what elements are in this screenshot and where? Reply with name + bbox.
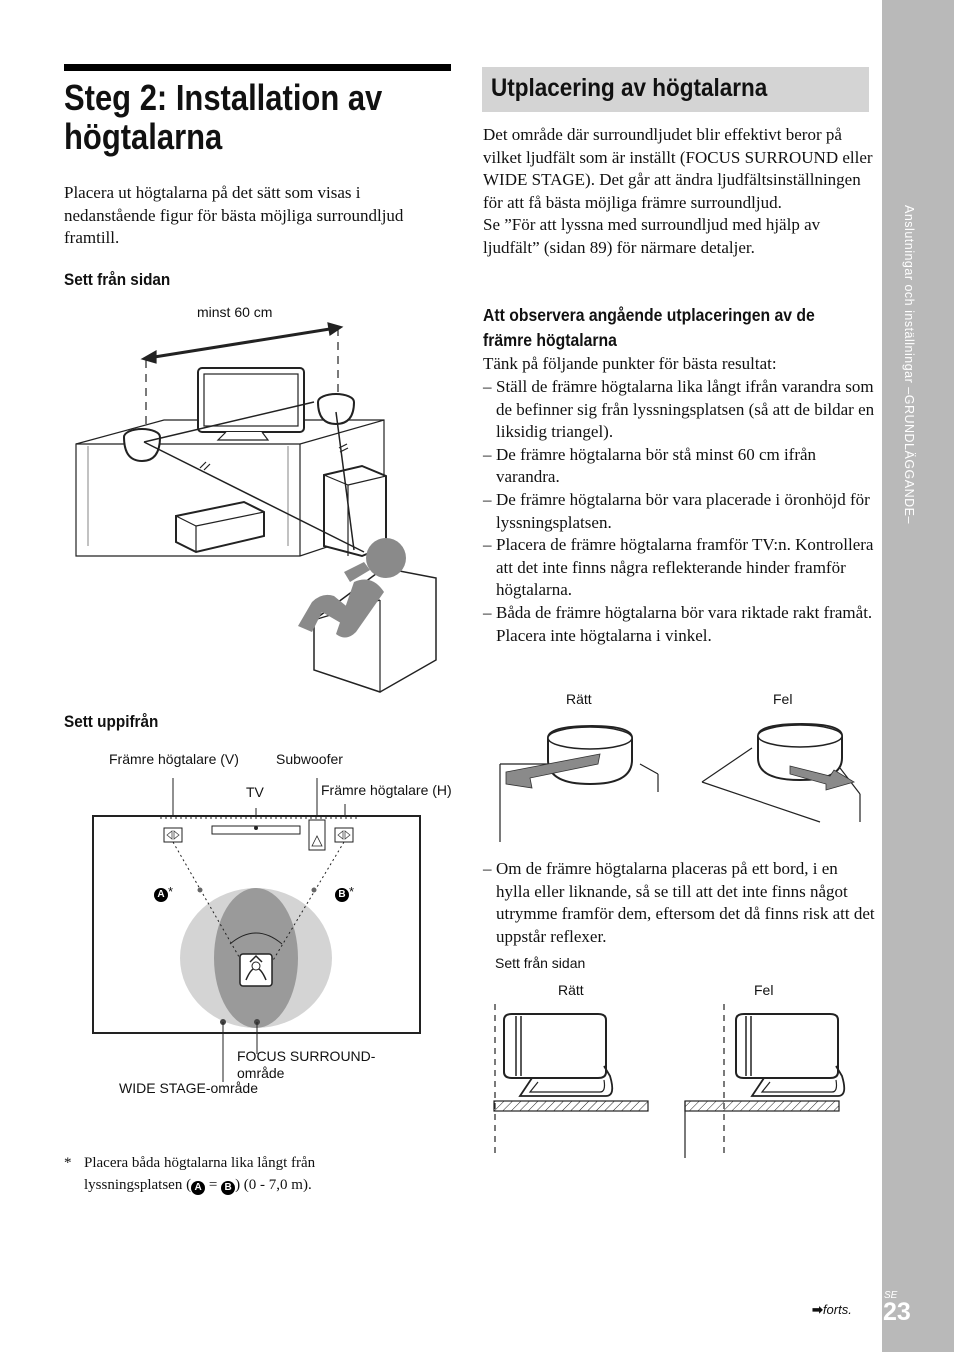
section-tab-label: Anslutningar och inställningar –GRUNDLÄG…: [902, 205, 916, 524]
list-item: –De främre högtalarna bör vara placerade…: [483, 489, 870, 532]
figure2-correct-label: Rätt: [558, 982, 584, 998]
list-item: –Om de främre högtalarna placeras på ett…: [483, 859, 875, 946]
side-view-heading: Sett från sidan: [64, 270, 171, 289]
front-left-speaker-label: Främre högtalare (V): [109, 751, 239, 767]
language-code: SE: [884, 1290, 898, 1301]
distance-marker-a: A*: [154, 883, 173, 902]
page-number: 23: [883, 1298, 911, 1326]
placement-notes-intro: Tänk på följande punkter för bästa resul…: [483, 354, 777, 373]
placement-notes-list: –Ställ de främre högtalarna lika långt i…: [483, 376, 875, 647]
wide-stage-label: WIDE STAGE-område: [119, 1080, 258, 1096]
distance-marker-b: B*: [335, 883, 354, 902]
tv-label: TV: [246, 784, 264, 800]
paragraph-sound-field: Det område där surroundljudet blir effek…: [483, 125, 873, 212]
figure1-wrong-label: Fel: [773, 691, 793, 707]
list-item: –Ställ de främre högtalarna lika långt i…: [483, 377, 875, 442]
figure2-wrong-label: Fel: [754, 982, 774, 998]
body-text: Det område där surroundljudet blir effek…: [483, 124, 875, 260]
paragraph-reference: Se ”För att lyssna med surroundljud med …: [483, 215, 821, 257]
figure1-correct-label: Rätt: [566, 691, 592, 707]
placement-notes-heading: Att observera angående utplaceringen av …: [483, 305, 815, 350]
page-title: Steg 2: Installation av högtalarna: [64, 77, 383, 157]
list-item: –Placera de främre högtalarna framför TV…: [483, 535, 874, 600]
list-item: –De främre högtalarna bör stå minst 60 c…: [483, 444, 817, 487]
section-title-bar: [482, 67, 869, 112]
front-right-speaker-label: Främre högtalare (H): [321, 782, 452, 798]
top-view-heading: Sett uppifrån: [64, 712, 159, 731]
section-title: Utplacering av högtalarna: [491, 74, 768, 102]
shelf-placement-illustration: [493, 1004, 846, 1158]
side-view-illustration: [75, 322, 437, 693]
top-view-illustration: [92, 778, 421, 1082]
figure2-caption: Sett från sidan: [495, 955, 586, 971]
list-item: –Båda de främre högtalarna bör vara rikt…: [483, 602, 873, 645]
intro-paragraph: Placera ut högtalarna på det sätt som vi…: [64, 183, 404, 247]
table-placement-note: –Om de främre högtalarna placeras på ett…: [483, 858, 875, 948]
arrow-right-icon: ➡: [812, 1302, 823, 1317]
speaker-direction-illustration: [499, 722, 861, 842]
subwoofer-label: Subwoofer: [276, 751, 343, 767]
distance-label: minst 60 cm: [197, 304, 273, 320]
continued-indicator: ➡forts.: [812, 1302, 852, 1317]
title-rule: [64, 64, 451, 71]
focus-surround-label: FOCUS SURROUND- område: [237, 1048, 376, 1081]
section-side-tab: Anslutningar och inställningar –GRUNDLÄG…: [882, 0, 954, 1352]
